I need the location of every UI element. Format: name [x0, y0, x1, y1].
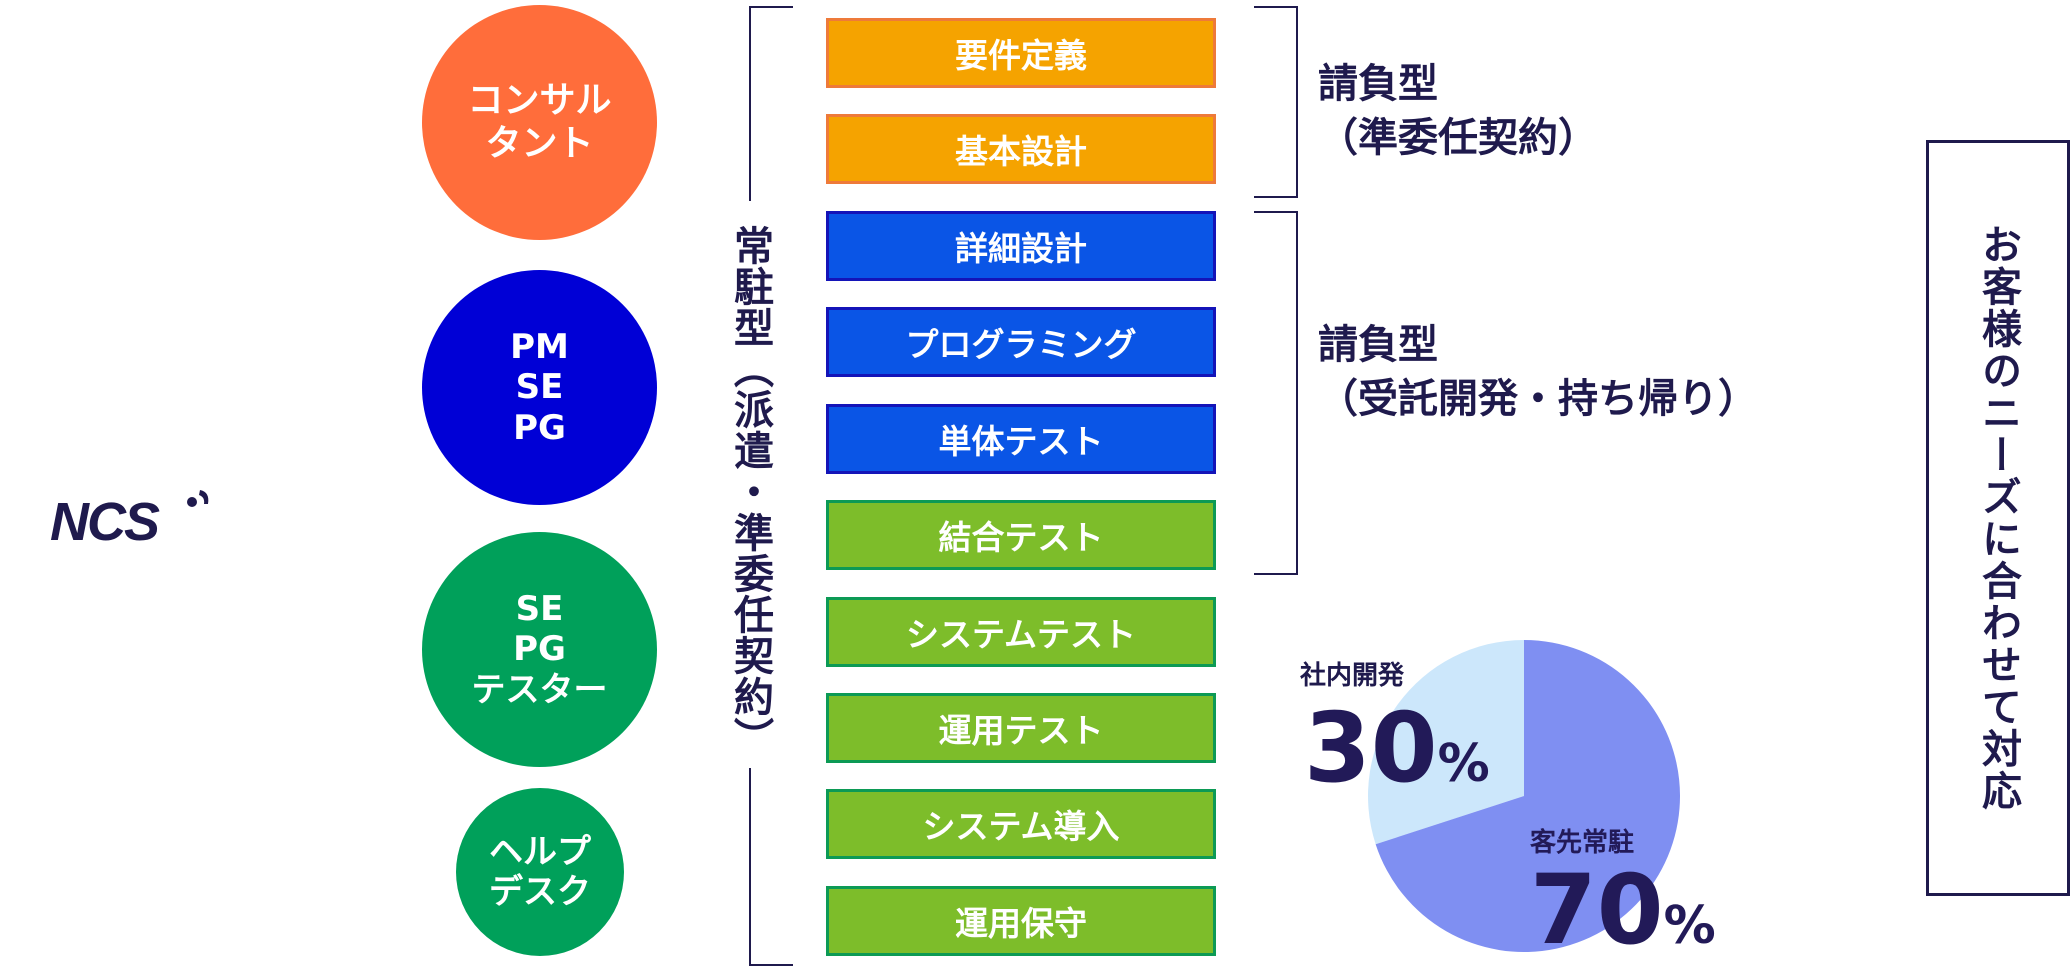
- role-line: デスク: [489, 872, 591, 912]
- contract1-bracket-top: [1254, 6, 1298, 8]
- role-line: SE: [515, 589, 564, 630]
- role-line: タント: [485, 122, 594, 164]
- pie-slice-on-site: [1375, 640, 1680, 952]
- logo-dot: [187, 497, 197, 507]
- share-pie-chart: [1368, 640, 1680, 952]
- phase-system-deployment: システム導入: [826, 789, 1216, 859]
- pie-label-in-house: 社内開発: [1300, 661, 1405, 691]
- percent-sign: %: [1437, 734, 1490, 794]
- contract-detail: （準委任契約）: [1318, 115, 1598, 161]
- phase-requirements: 要件定義: [826, 18, 1216, 88]
- resident-type-label: 常駐型（派遣・準委任契約）: [727, 225, 773, 758]
- role-line: PG: [513, 407, 566, 448]
- logo-text: NCS: [50, 492, 160, 552]
- phase-basic-design: 基本設計: [826, 114, 1216, 184]
- contract-type: 請負型: [1318, 322, 1438, 368]
- role-line: PM: [510, 327, 569, 368]
- phase-unit-test: 単体テスト: [826, 404, 1216, 474]
- phase-programming: プログラミング: [826, 307, 1216, 377]
- contract1-bracket-bottom: [1254, 196, 1298, 198]
- resident-bracket-top-tick: [749, 6, 793, 8]
- resident-bracket-bottom: [749, 768, 751, 966]
- contract-label-outsourcing: 請負型 （受託開発・持ち帰り）: [1318, 318, 1758, 426]
- contract-type: 請負型: [1318, 61, 1438, 107]
- role-circle-se-pg-tester: SE PG テスター: [422, 532, 657, 767]
- phase-detailed-design: 詳細設計: [826, 211, 1216, 281]
- customer-needs-box: お客様のニーズに合わせて対応: [1926, 140, 2070, 896]
- role-circle-consultant: コンサル タント: [422, 5, 657, 240]
- pie-value-in-house: 30%: [1304, 700, 1490, 796]
- contract1-bracket-side: [1296, 6, 1298, 198]
- pie-slice-in-house: [1368, 640, 1524, 845]
- contract2-bracket-bottom: [1254, 573, 1298, 575]
- pie-value-on-site: 70%: [1530, 862, 1716, 958]
- phase-maintenance: 運用保守: [826, 886, 1216, 956]
- phase-operation-test: 運用テスト: [826, 693, 1216, 763]
- percent-sign: %: [1663, 896, 1716, 956]
- resident-bracket-bottom-tick: [749, 964, 793, 966]
- ncs-logo: NCS: [50, 490, 209, 552]
- role-circle-pm-se-pg: PM SE PG: [422, 270, 657, 505]
- contract2-bracket-side: [1296, 211, 1298, 575]
- pie-value-number: 70: [1530, 854, 1664, 966]
- role-line: SE: [515, 367, 564, 408]
- logo-swoosh-large: [199, 490, 209, 504]
- contract2-bracket-top: [1254, 211, 1298, 213]
- phase-integration-test: 結合テスト: [826, 500, 1216, 570]
- role-line: ヘルプ: [489, 831, 591, 872]
- role-circle-helpdesk: ヘルプ デスク: [456, 788, 624, 956]
- contract-label-consignment: 請負型 （準委任契約）: [1318, 57, 1598, 165]
- customer-needs-text: お客様のニーズに合わせて対応: [1975, 224, 2021, 812]
- role-line: PG: [513, 629, 566, 670]
- resident-bracket-top: [749, 6, 751, 201]
- phase-system-test: システムテスト: [826, 597, 1216, 667]
- role-line: テスター: [471, 669, 608, 710]
- pie-label-on-site: 客先常駐: [1530, 828, 1635, 858]
- role-line: コンサル: [467, 80, 612, 122]
- contract-detail: （受託開発・持ち帰り）: [1318, 376, 1758, 422]
- pie-value-number: 30: [1304, 692, 1438, 804]
